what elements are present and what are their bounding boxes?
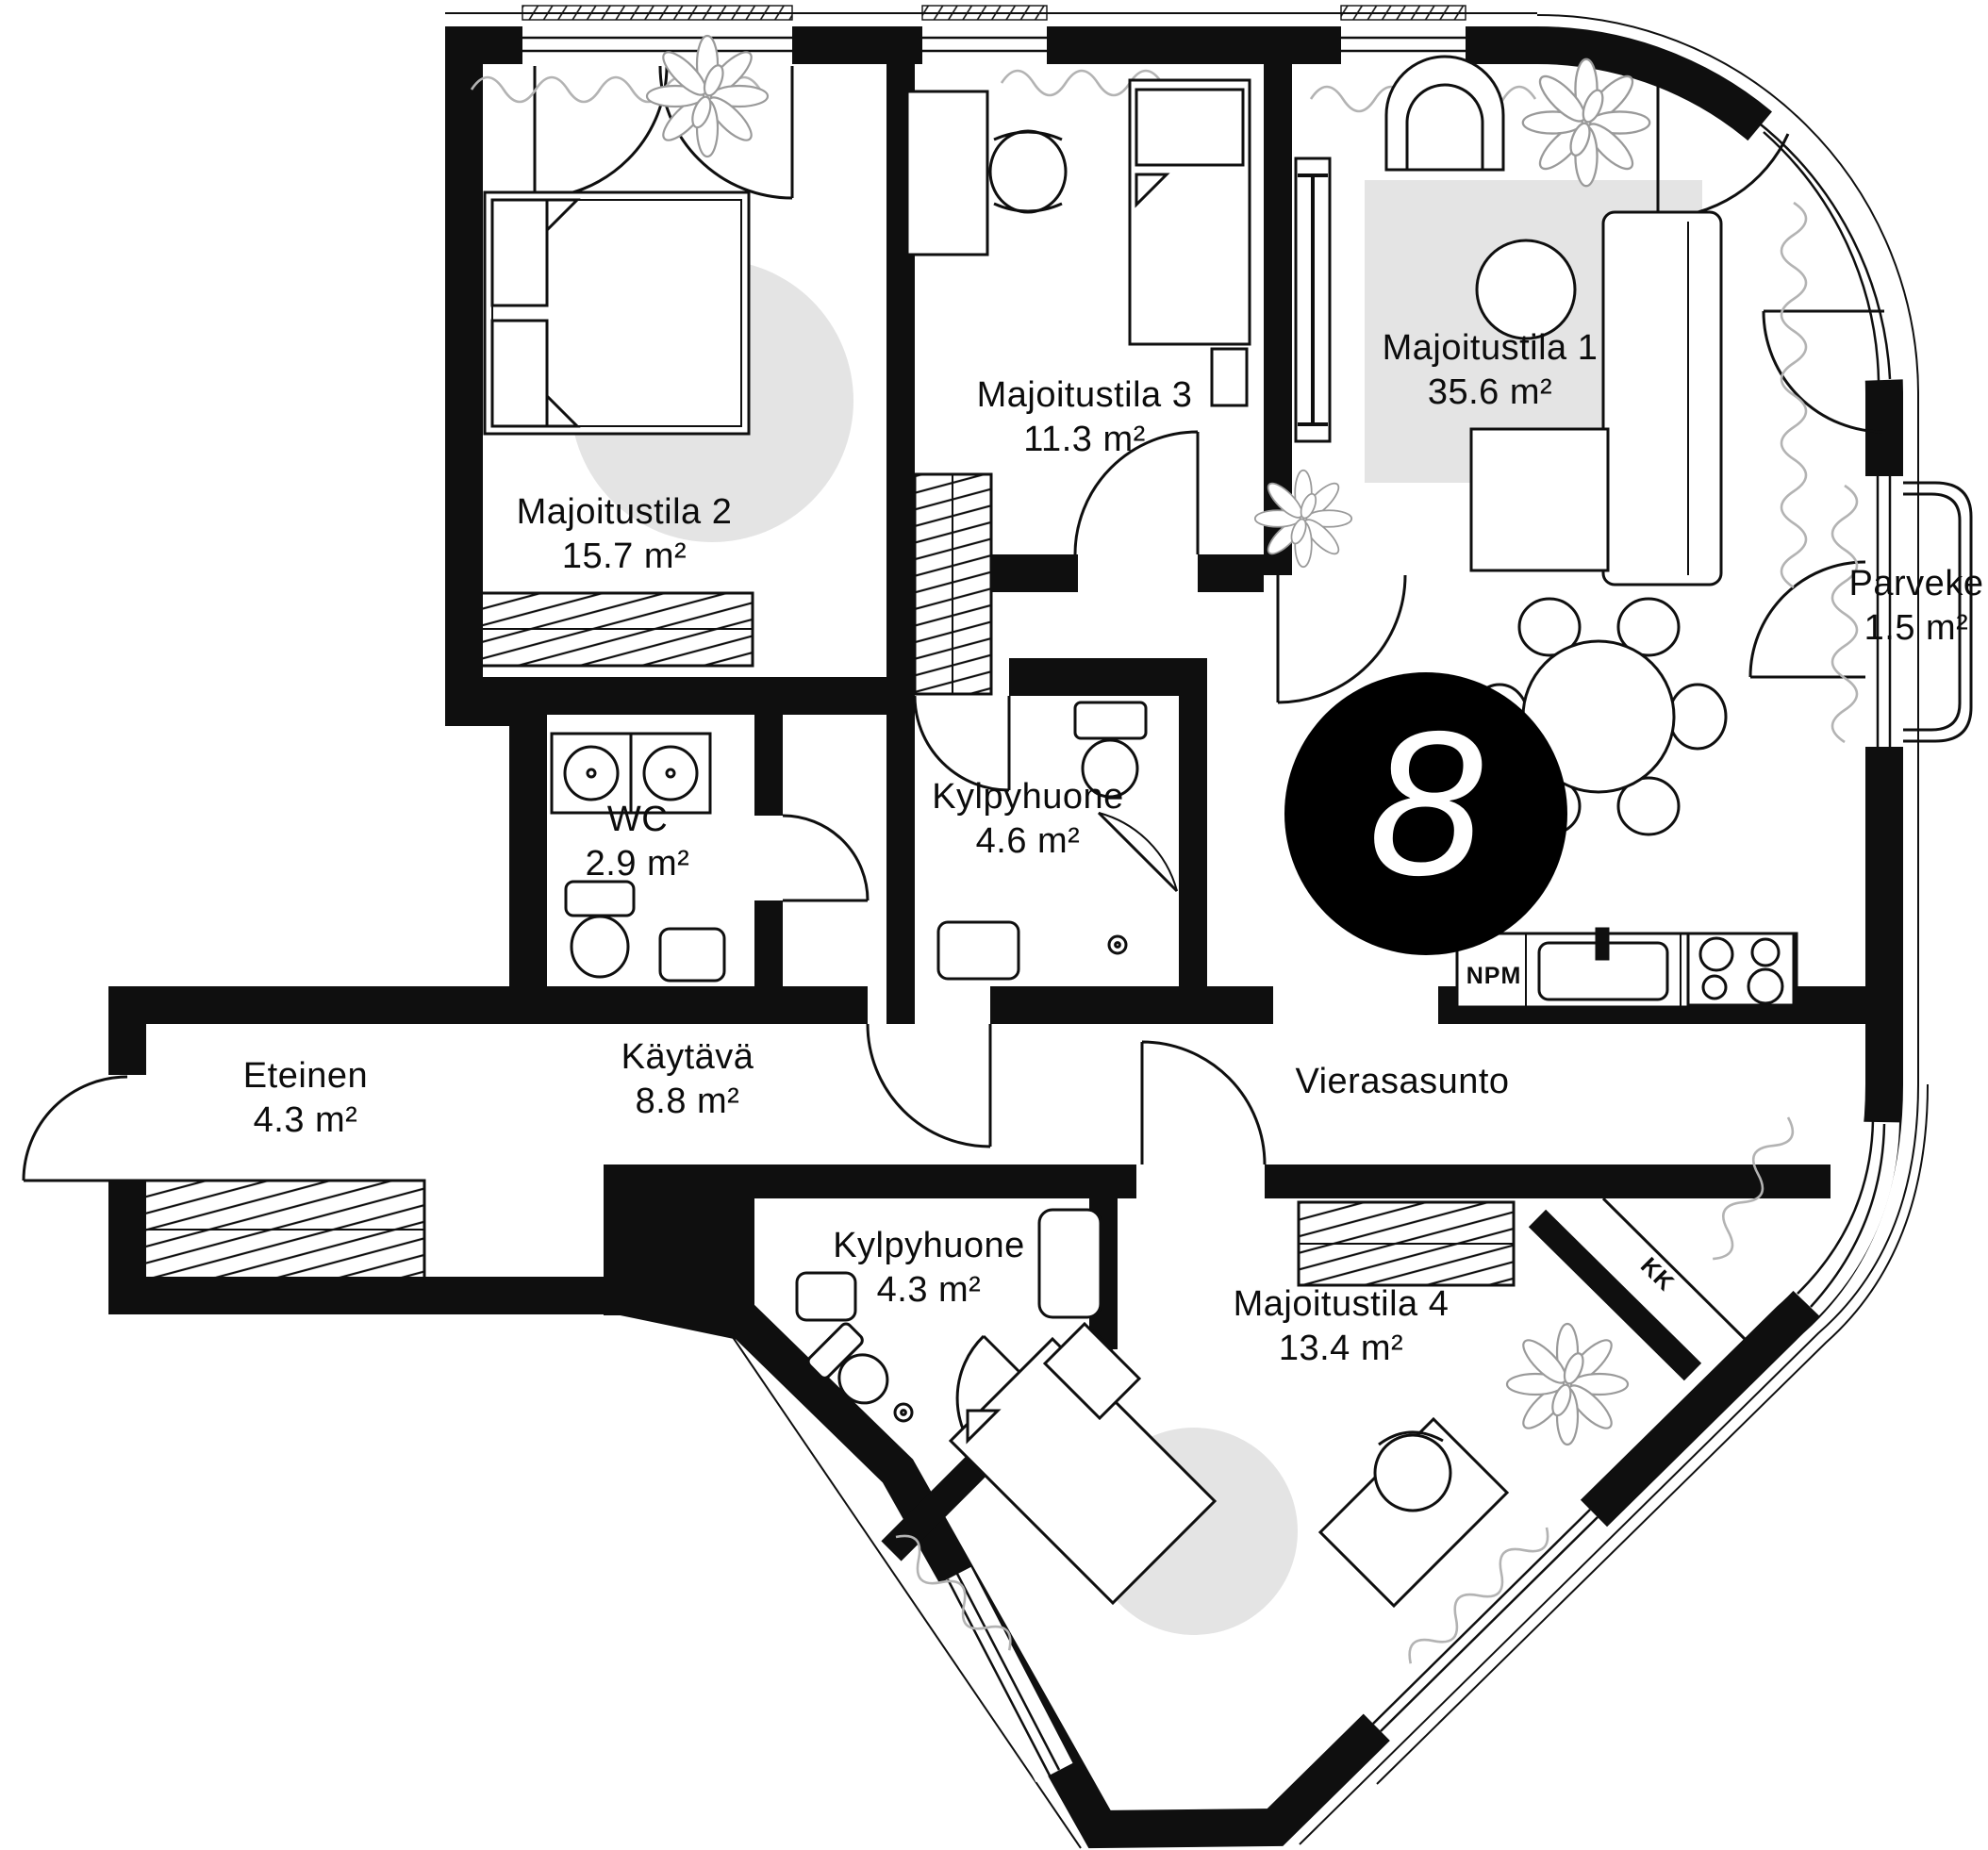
- mirror-rack-icon: [1294, 157, 1332, 443]
- kitchen-counter: [1455, 927, 1798, 1009]
- room-label-kylpyhuone-guest: Kylpyhuone 4.3 m²: [833, 1226, 1025, 1310]
- unit-badge: [1284, 672, 1567, 955]
- sofa-icon: [1469, 210, 1723, 586]
- bath-guest-fixtures: [795, 1208, 1102, 1423]
- room-label-wc: WC 2.9 m²: [585, 800, 690, 884]
- room-label-majoitustila-1: Majoitustila 1 35.6 m²: [1383, 326, 1599, 415]
- balcony-railing: [1903, 481, 1973, 743]
- room-label-vierasasunto: Vierasasunto: [1295, 1062, 1510, 1101]
- toilet-icon: [564, 880, 636, 979]
- room-label-parveke: Parveke 1.5 m²: [1848, 564, 1984, 648]
- washer-icon: [550, 732, 712, 815]
- guest-desk-icon: [1317, 1416, 1510, 1609]
- office-chair-icon: [988, 129, 1068, 214]
- single-bed-icon: [1128, 78, 1251, 346]
- room-name: Majoitustila 1: [1382, 328, 1599, 368]
- room-label-kaytava: Käytävä 8.8 m²: [621, 1037, 754, 1121]
- kitchen-npm-label: NPM: [1466, 963, 1522, 989]
- armchair-icon: [1384, 55, 1505, 172]
- furniture: [111, 55, 1798, 1609]
- unit-number: 8: [1368, 689, 1483, 918]
- nightstand-icon: [1210, 347, 1249, 407]
- single-bed-guest-icon: [948, 1321, 1218, 1606]
- room-label-kylpyhuone-main: Kylpyhuone 4.6 m²: [932, 777, 1124, 861]
- room-label-majoitustila-2: Majoitustila 2 15.7 m²: [516, 492, 733, 576]
- stove-icon: [1686, 932, 1796, 1007]
- room-area: 35.6 m²: [1427, 372, 1553, 412]
- double-bed-icon: [483, 190, 751, 436]
- exterior-hatch: [522, 5, 1466, 21]
- room-label-eteinen: Eteinen 4.3 m²: [242, 1056, 369, 1140]
- bath-main-fixtures: [936, 701, 1179, 981]
- wc-sink-icon: [658, 927, 726, 983]
- side-table-icon: [1475, 239, 1577, 340]
- desk-icon: [905, 90, 989, 256]
- room-label-majoitustila-3: Majoitustila 3 11.3 m²: [976, 375, 1193, 459]
- room-label-majoitustila-4: Majoitustila 4 13.4 m²: [1233, 1284, 1450, 1368]
- windows: [107, 25, 1905, 1783]
- interior-walls: [483, 26, 1865, 1349]
